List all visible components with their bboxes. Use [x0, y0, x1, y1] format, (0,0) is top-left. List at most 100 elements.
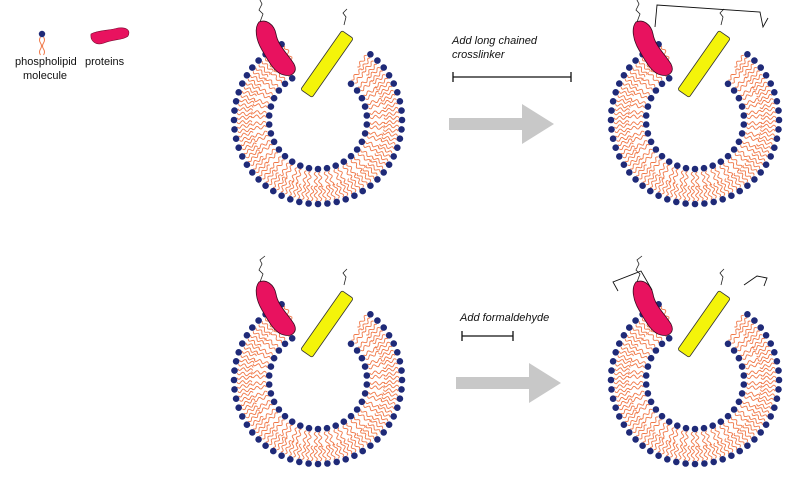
lipid-tail	[657, 162, 666, 177]
lipid-tail	[256, 140, 271, 149]
lipid-tail	[354, 174, 364, 188]
phospholipid-head	[232, 395, 240, 403]
lipid-tail	[273, 68, 286, 81]
lipid-tail	[683, 431, 689, 447]
lipid-tail	[238, 103, 254, 109]
lipid-tail	[379, 403, 395, 409]
lipid-tail	[241, 351, 257, 357]
lipid-tail	[625, 412, 639, 423]
lipid-tail	[705, 430, 712, 446]
lipid-tail	[293, 442, 299, 458]
lipid-tail	[613, 120, 630, 125]
phospholipid-head	[380, 169, 388, 176]
legend-protein-symbol	[90, 27, 130, 45]
phospholipid-head	[724, 80, 732, 88]
lipid-tail	[617, 95, 633, 101]
lipid-tail	[236, 383, 253, 389]
phospholipid-head	[773, 98, 781, 105]
lipid-tail	[640, 408, 653, 420]
lipid-tail	[295, 168, 302, 184]
lipid-tail	[666, 181, 672, 197]
lipid-tail	[360, 170, 371, 183]
lipid-tail	[280, 422, 289, 437]
lipid-tail	[647, 331, 659, 344]
lipid-tail	[360, 317, 371, 331]
phospholipid-head	[361, 363, 369, 370]
phospholipid-head	[682, 424, 690, 432]
lipid-tail	[237, 107, 254, 112]
lipid-tail	[360, 149, 374, 159]
phospholipid-head	[762, 72, 770, 79]
lipid-tail	[759, 391, 775, 397]
phospholipid-head	[728, 192, 735, 199]
phospholipid-head	[374, 176, 381, 183]
phospholipid-head	[735, 354, 743, 362]
lipid-tail	[262, 81, 276, 91]
phospholipid-head	[267, 363, 275, 370]
lipid-tail	[350, 159, 363, 172]
phospholipid-head	[616, 413, 623, 420]
lipid-tail	[253, 158, 266, 170]
phospholipid-head	[644, 390, 652, 397]
phospholipid-head	[730, 406, 738, 413]
lipid-tail	[624, 338, 639, 347]
lipid-tail	[683, 171, 689, 187]
phospholipid-head	[333, 458, 341, 466]
phospholipid-head	[385, 332, 393, 339]
step-2-annotation: Add formaldehyde	[456, 312, 561, 403]
phospholipid-head	[701, 460, 708, 467]
lipid-tail	[622, 82, 637, 90]
phospholipid-head	[740, 121, 748, 128]
lipid-tail	[747, 330, 760, 342]
phospholipid-head	[267, 390, 275, 397]
lipid-tail	[362, 428, 375, 439]
phospholipid-head	[775, 107, 782, 114]
lipid-tail	[700, 431, 707, 447]
lipid-tail	[241, 91, 257, 97]
lipid-tail	[629, 71, 643, 81]
phospholipid-head	[255, 176, 262, 183]
lipid-tail	[309, 185, 315, 202]
phospholipid-head	[363, 112, 371, 119]
lipid-tail	[760, 383, 777, 389]
lipid-tail	[720, 440, 730, 455]
lipid-tail	[253, 394, 269, 402]
phospholipid-head	[270, 187, 277, 195]
phospholipid-head	[740, 372, 748, 379]
phospholipid-head	[751, 57, 758, 64]
phospholipid-head	[363, 381, 371, 388]
step-1-arrow	[449, 104, 554, 144]
phospholipid-head	[724, 152, 732, 160]
lipid-tail	[381, 358, 397, 365]
lipid-tail	[619, 142, 634, 151]
lipid-tail	[236, 111, 253, 117]
lipid-tail	[760, 123, 777, 129]
lipid-tail	[731, 331, 742, 344]
lipid-tail	[758, 135, 774, 142]
phospholipid-head	[647, 187, 654, 195]
lipid-tail	[283, 305, 293, 320]
lipid-tail	[647, 71, 659, 84]
legend-phospholipid-label: phospholipid	[15, 56, 77, 68]
phospholipid-head	[757, 324, 764, 331]
phospholipid-head	[390, 413, 398, 420]
lipid-tail	[367, 98, 383, 106]
lipid-tail	[758, 395, 774, 402]
lipid-tail	[340, 181, 349, 196]
yellow-protein-tail	[342, 8, 348, 26]
phospholipid-head	[270, 138, 278, 146]
lipid-tail	[255, 422, 268, 433]
lipid-tail	[347, 178, 357, 193]
phospholipid-head	[398, 386, 405, 393]
yellow-membrane-protein	[678, 30, 730, 98]
lipid-tail	[372, 156, 386, 166]
phospholipid-head	[380, 64, 388, 71]
lipid-tail	[270, 71, 282, 84]
lipid-tail	[615, 391, 631, 398]
lipid-tail	[269, 172, 279, 186]
lipid-tail	[313, 445, 318, 462]
lipid-tail	[731, 174, 741, 188]
phospholipid-head	[288, 75, 296, 82]
phospholipid-head	[232, 135, 240, 142]
lipid-tail	[629, 390, 645, 398]
